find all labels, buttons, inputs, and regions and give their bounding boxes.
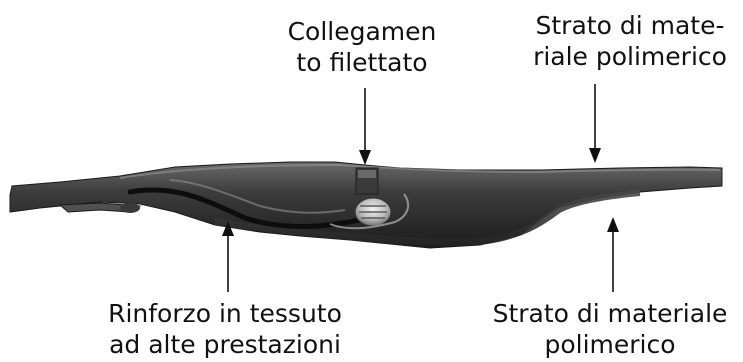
arrow-threaded-connection xyxy=(359,88,371,165)
label-fabric-reinforcement: Rinforzo in tessuto ad alte prestazioni xyxy=(75,298,375,360)
label-polymer-layer-top-line1: Strato di mate- xyxy=(525,10,735,41)
label-polymer-layer-top: Strato di mate- riale polimerico xyxy=(525,10,735,72)
label-threaded-connection-line1: Collegamen xyxy=(262,16,462,47)
arrow-fabric-reinforcement xyxy=(222,221,234,292)
label-fabric-reinforcement-line1: Rinforzo in tessuto xyxy=(75,298,375,329)
threaded-insert-top xyxy=(358,170,376,178)
label-threaded-connection: Collegamen to filettato xyxy=(262,16,462,78)
label-fabric-reinforcement-line2: ad alte prestazioni xyxy=(75,329,375,360)
label-polymer-layer-bottom-line1: Strato di materiale xyxy=(470,298,743,329)
arrow-polymer-layer-top xyxy=(589,84,601,163)
label-polymer-layer-bottom: Strato di materiale polimerico xyxy=(470,298,743,360)
label-threaded-connection-line2: to filettato xyxy=(262,47,462,78)
label-polymer-layer-bottom-line2: polimerico xyxy=(470,329,743,360)
flange-bump xyxy=(120,203,140,213)
label-polymer-layer-top-line2: riale polimerico xyxy=(525,41,735,72)
arrow-polymer-layer-bottom xyxy=(607,217,619,292)
